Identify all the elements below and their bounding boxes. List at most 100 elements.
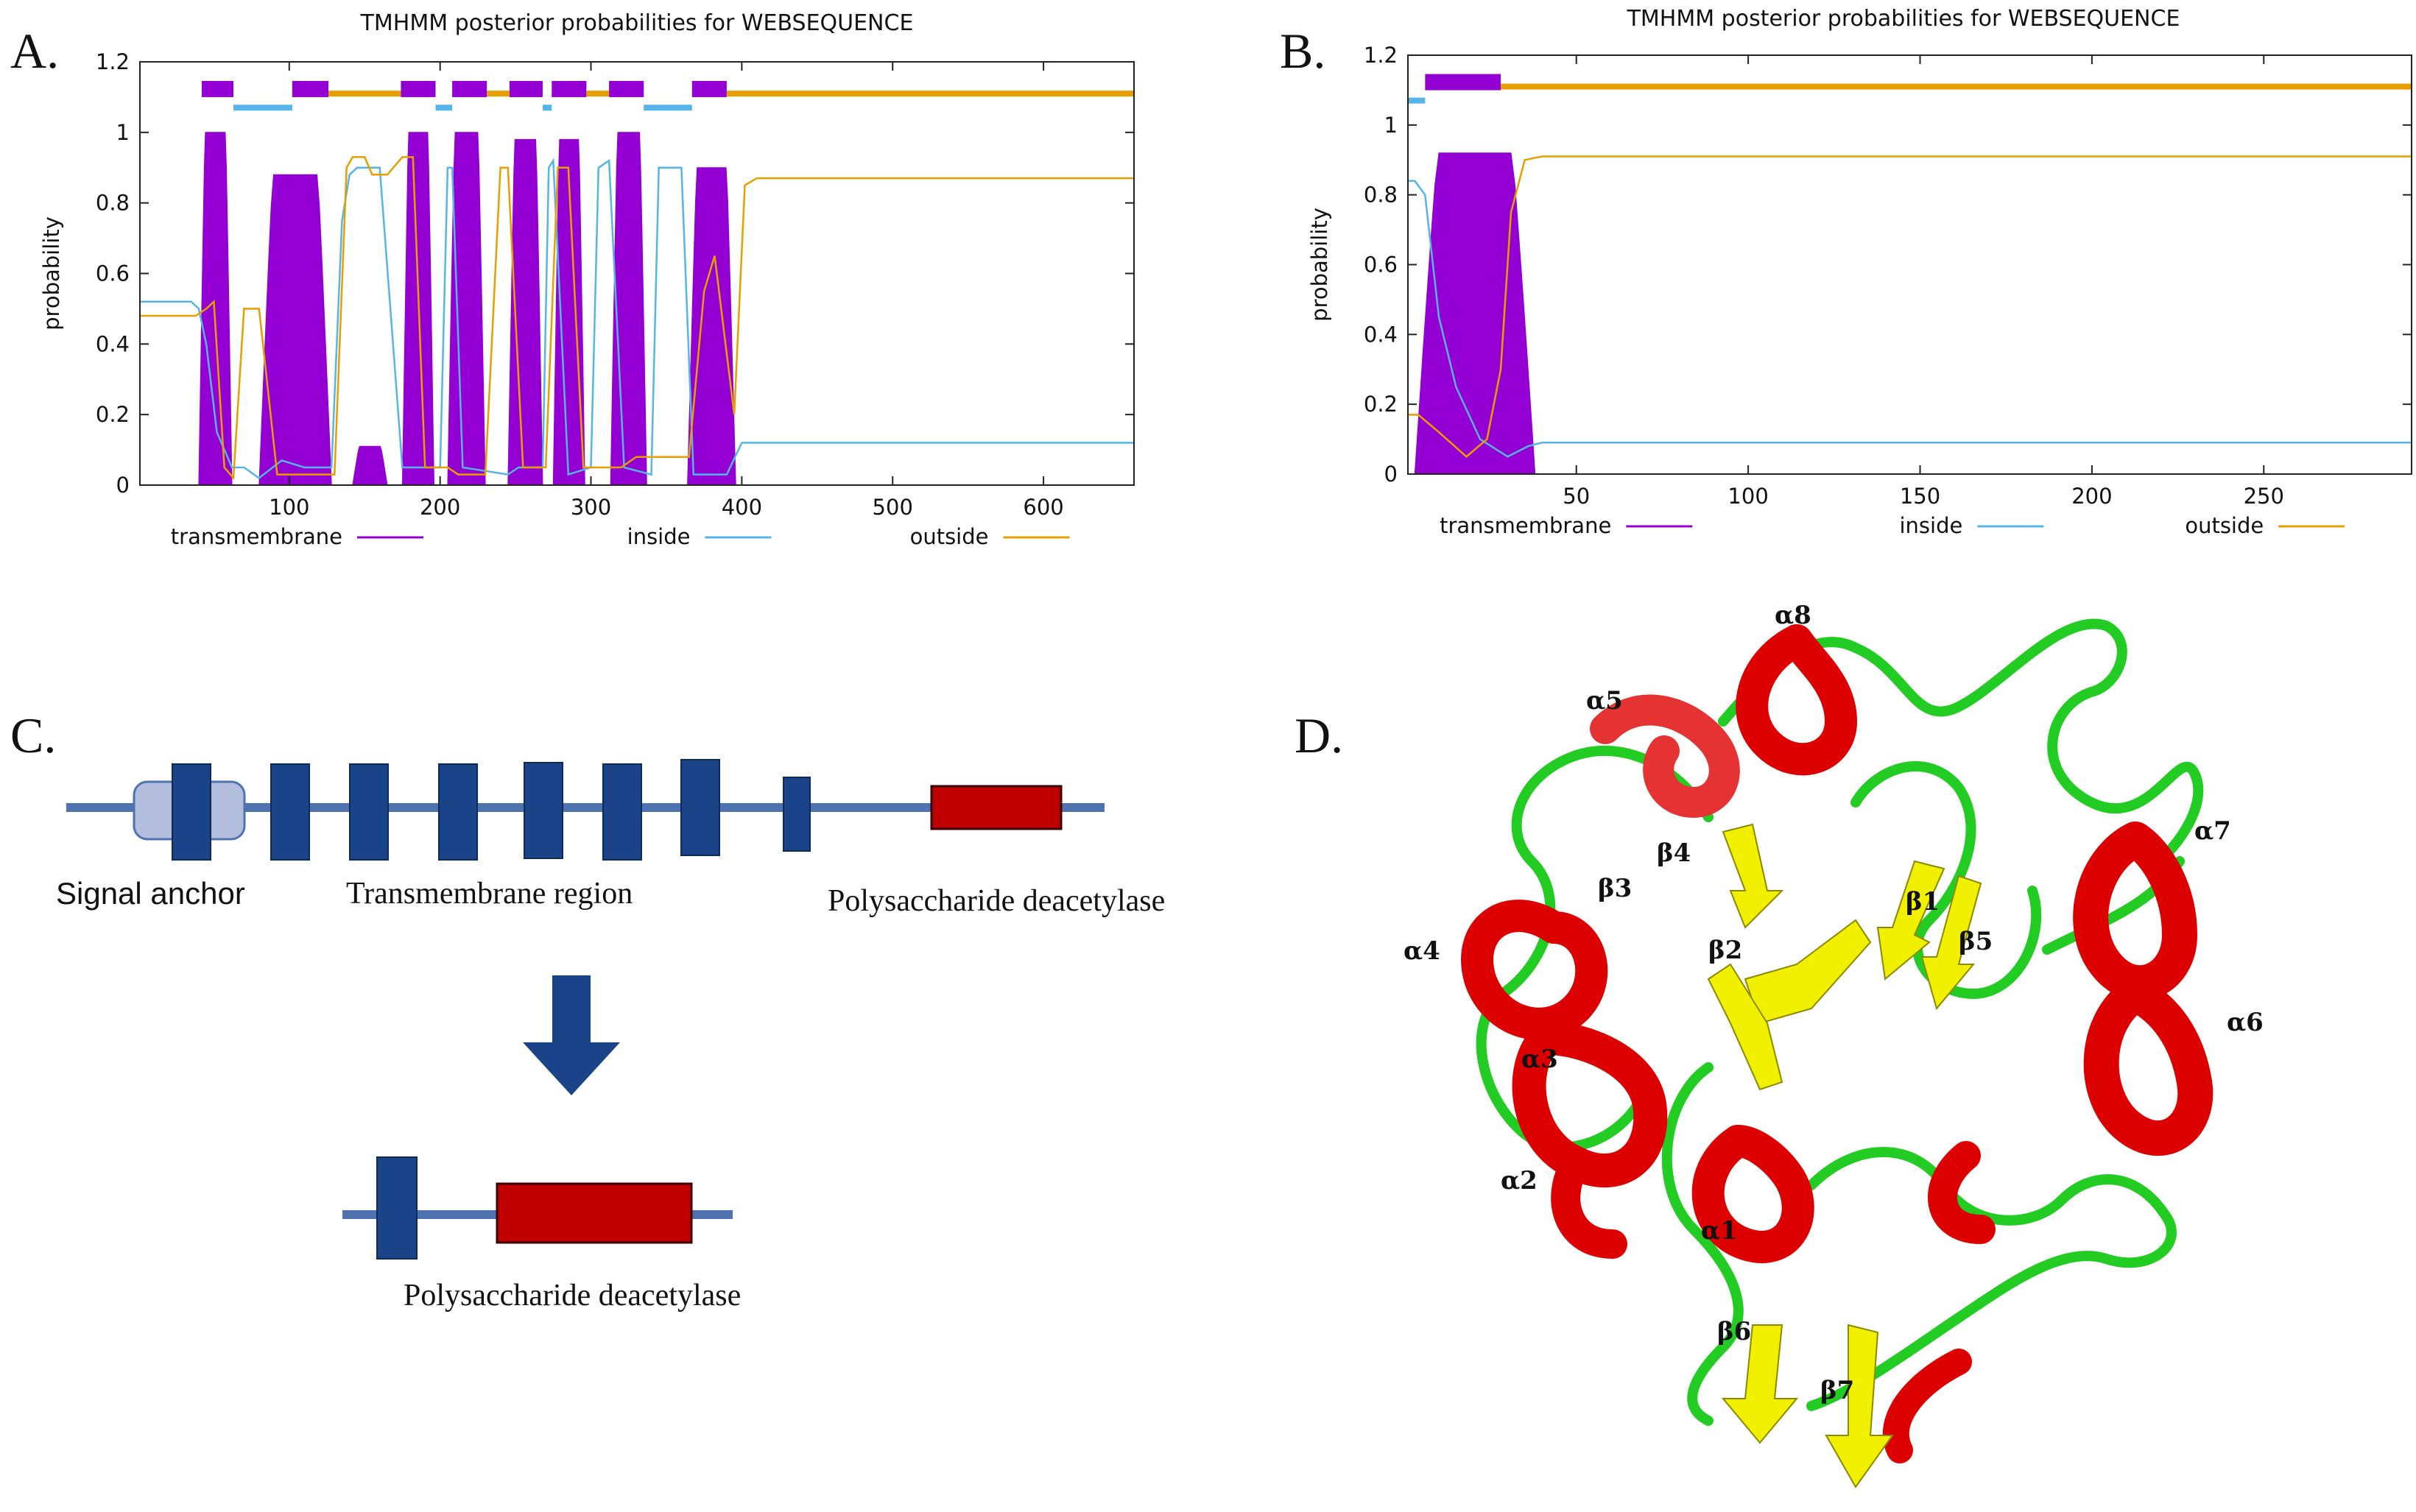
y-tick-label: 0.8 <box>96 191 130 216</box>
topology-tm <box>401 80 436 97</box>
y-axis-label: probability <box>39 216 64 331</box>
helix-c-terminal <box>1882 1349 1972 1463</box>
legend-label: transmembrane <box>1440 513 1611 538</box>
helix-a1 <box>1691 1125 1814 1263</box>
panel-letter-d: D. <box>1295 707 1344 763</box>
tm-peak <box>610 132 647 486</box>
label-b3: β3 <box>1598 874 1632 903</box>
y-tick-label: 0.2 <box>96 402 130 427</box>
protein-structure: α8 α5 α7 α6 α4 α3 α2 α1 β4 β3 β2 β1 β5 β… <box>1404 601 2264 1488</box>
label-a4: α4 <box>1404 936 1440 966</box>
deacetylase-label-bottom: Polysaccharide deacetylase <box>404 1279 742 1313</box>
legend-label: inside <box>627 524 691 549</box>
protein-backbone-full <box>66 803 1105 812</box>
helix-a4 <box>1461 900 1608 1040</box>
label-a7: α7 <box>2194 816 2231 846</box>
tm-peak <box>258 174 332 486</box>
coil-lower-left <box>1661 1062 1744 1426</box>
strand-b5 <box>1920 875 1982 1011</box>
topology-tm <box>201 80 234 97</box>
chart-b-title: TMHMM posterior probabilities for WEBSEQ… <box>1627 6 2180 32</box>
tm-segment-truncated <box>376 1156 418 1260</box>
y-tick-label: 1.2 <box>96 49 130 74</box>
strand-b3 <box>1707 963 1783 1091</box>
strand-b6 <box>1721 1324 1799 1444</box>
y-tick-label: 0.6 <box>96 261 130 286</box>
topology-tm <box>1425 74 1501 91</box>
coil-upper-loop <box>1718 618 2204 874</box>
chart-a-title: TMHMM posterior probabilities for WEBSEQ… <box>360 10 914 36</box>
inside-curve <box>1408 180 2412 458</box>
legend-label: outside <box>2185 513 2264 538</box>
tm-peak <box>552 138 585 486</box>
legend-label: inside <box>1899 513 1962 538</box>
helix-lower <box>1928 1141 1996 1244</box>
topology-tm <box>552 80 587 97</box>
y-tick-label: 0.8 <box>1364 183 1398 208</box>
label-b1: β1 <box>1906 887 1940 916</box>
deacetylase-domain-full <box>930 785 1063 830</box>
topology-tm <box>292 80 329 97</box>
tm-segment-4 <box>438 763 478 861</box>
helix-a5 <box>1590 694 1740 818</box>
x-tick-label: 400 <box>722 495 762 520</box>
topology-tm <box>452 80 487 97</box>
y-tick-label: 1 <box>116 120 130 145</box>
strand-b7 <box>1825 1324 1894 1488</box>
tm-segment-2 <box>270 763 310 861</box>
panel-letter-a: A. <box>10 23 60 79</box>
tm-peak <box>1414 152 1536 475</box>
tm-segment-7 <box>680 759 720 856</box>
x-tick-label: 600 <box>1023 495 1063 520</box>
strand-b1 <box>1876 860 1945 981</box>
y-tick-label: 0 <box>1384 462 1398 487</box>
label-a1: α1 <box>1701 1216 1738 1246</box>
helix-a3 <box>1512 1021 1668 1187</box>
deacetylase-label-top: Polysaccharide deacetylase <box>828 884 1166 918</box>
x-tick-label: 500 <box>873 495 913 520</box>
panel-letter-b: B. <box>1280 23 1326 79</box>
legend-label: transmembrane <box>171 524 342 549</box>
tm-segment-1 <box>172 763 211 861</box>
x-tick-label: 50 <box>1563 484 1590 509</box>
label-b2: β2 <box>1708 936 1742 965</box>
legend-label: outside <box>910 524 989 549</box>
topology-tm <box>609 80 644 97</box>
outside-curve <box>140 156 1134 481</box>
tm-segment-8 <box>783 777 811 852</box>
y-tick-label: 1 <box>1384 113 1398 138</box>
x-tick-label: 100 <box>269 495 309 520</box>
x-tick-label: 100 <box>1728 484 1768 509</box>
label-a3: α3 <box>1521 1045 1558 1074</box>
tm-peak <box>352 445 388 486</box>
coil-central <box>1850 761 2042 999</box>
topology-tm <box>691 80 727 97</box>
x-tick-label: 300 <box>571 495 611 520</box>
x-tick-label: 200 <box>2071 484 2112 509</box>
deacetylase-domain-truncated <box>496 1182 693 1244</box>
tm-segment-5 <box>524 762 563 859</box>
label-a6: α6 <box>2227 1008 2264 1037</box>
transmembrane-region-label: Transmembrane region <box>346 877 633 911</box>
panel-letter-c: C. <box>10 707 57 763</box>
y-tick-label: 0.6 <box>1364 252 1398 278</box>
plot-frame <box>1407 54 2412 475</box>
x-tick-label: 150 <box>1900 484 1940 509</box>
outside-curve <box>1408 155 2412 458</box>
strand-b4 <box>1722 823 1784 929</box>
signal-anchor-label: Signal anchor <box>56 876 245 911</box>
tm-peak <box>198 132 233 486</box>
x-tick-label: 250 <box>2244 484 2284 509</box>
y-tick-label: 0.2 <box>1364 392 1398 417</box>
down-arrow <box>523 975 620 1095</box>
label-a2: α2 <box>1501 1166 1538 1195</box>
y-tick-label: 0 <box>116 473 130 498</box>
label-b6: β6 <box>1717 1317 1751 1346</box>
tm-segment-3 <box>349 763 389 861</box>
label-b5: β5 <box>1959 927 1993 956</box>
tm-peak <box>507 138 543 486</box>
y-tick-label: 0.4 <box>96 331 130 356</box>
y-axis-label: probability <box>1307 208 1332 322</box>
